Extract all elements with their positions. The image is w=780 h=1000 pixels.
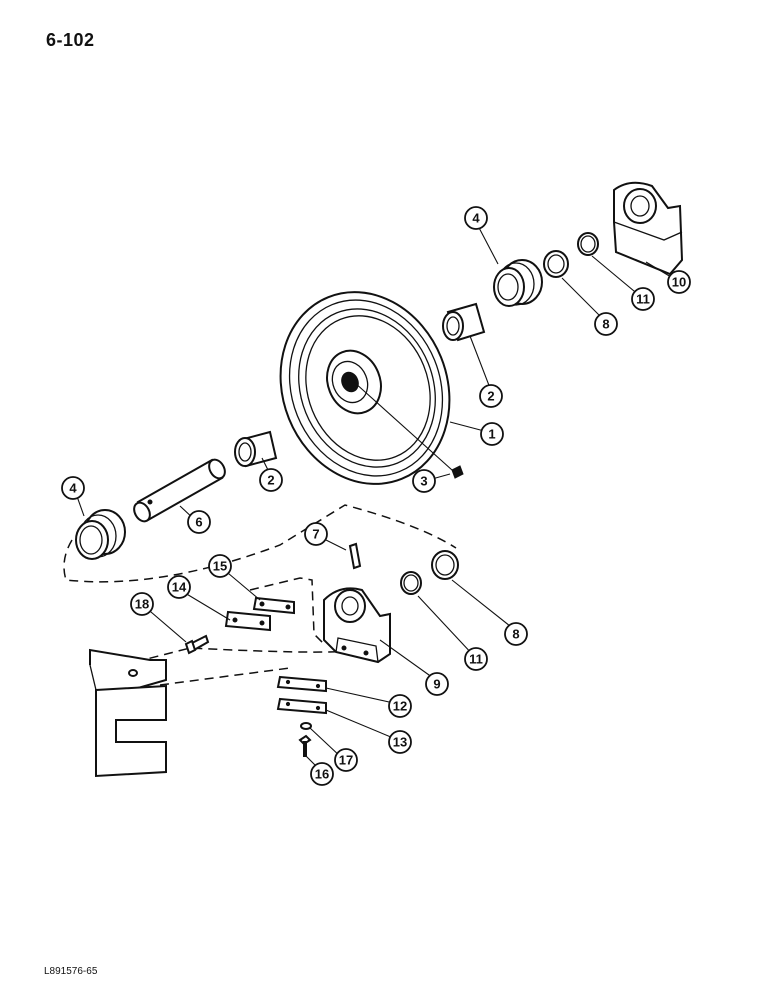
callout-14: 14 — [167, 575, 191, 599]
screw-16 — [298, 734, 312, 757]
callout-2-left: 2 — [259, 468, 283, 492]
seal-right — [493, 259, 543, 307]
callout-label: 4 — [69, 481, 77, 496]
callout-label: 17 — [339, 753, 353, 768]
callout-label: 13 — [393, 735, 407, 750]
callout-label: 16 — [315, 767, 329, 782]
washer-17 — [300, 722, 312, 730]
callout-label: 10 — [672, 275, 686, 290]
callout-7: 7 — [304, 522, 328, 546]
shim-12 — [276, 675, 327, 693]
callout-10: 10 — [667, 270, 691, 294]
callout-6: 6 — [187, 510, 211, 534]
bushing-right — [442, 302, 486, 342]
callout-label: 11 — [469, 652, 483, 667]
bushing-left — [234, 430, 278, 468]
callout-17: 17 — [334, 748, 358, 772]
callout-11-left: 11 — [464, 647, 488, 671]
idler-wheel — [279, 291, 451, 485]
dashed-assembly-outline — [63, 504, 457, 583]
callout-9: 9 — [425, 672, 449, 696]
callout-label: 4 — [472, 211, 480, 226]
callout-18: 18 — [130, 592, 154, 616]
page-number: 6-102 — [46, 30, 95, 50]
callout-1: 1 — [480, 422, 504, 446]
callout-3: 3 — [412, 469, 436, 493]
callout-label: 12 — [393, 699, 407, 714]
dashed-assembly-outline-pin — [249, 577, 326, 646]
leader-lines — [73, 221, 677, 771]
ring-11-right — [577, 232, 599, 256]
ring-8-right — [543, 250, 569, 278]
callout-label: 1 — [488, 427, 495, 442]
ring-8-left — [431, 550, 459, 580]
plug — [451, 465, 464, 479]
callout-12: 12 — [388, 694, 412, 718]
dashed-assembly-outline-frame — [134, 647, 357, 686]
callout-2-right: 2 — [479, 384, 503, 408]
callout-label: 2 — [487, 389, 494, 404]
bolt-18 — [184, 634, 210, 655]
callout-label: 15 — [213, 559, 227, 574]
callout-label: 11 — [636, 292, 650, 307]
callout-4-left: 4 — [61, 476, 85, 500]
callout-13: 13 — [388, 730, 412, 754]
callout-label: 18 — [135, 597, 149, 612]
callout-label: 3 — [420, 474, 427, 489]
seal-left — [75, 509, 126, 560]
callout-8-right: 8 — [594, 312, 618, 336]
bearing-housing-left — [323, 587, 391, 664]
bearing-housing-right — [613, 181, 684, 276]
plate-15 — [252, 596, 295, 615]
callout-label: 8 — [512, 627, 519, 642]
shaft — [133, 458, 226, 523]
callout-label: 9 — [433, 677, 440, 692]
callout-8-left: 8 — [504, 622, 528, 646]
callout-label: 8 — [602, 317, 609, 332]
track-frame — [89, 648, 167, 778]
ring-11-left — [400, 571, 422, 595]
drawing-code: L891576-65 — [44, 966, 98, 977]
callout-11-right: 11 — [631, 287, 655, 311]
callout-label: 6 — [195, 515, 202, 530]
callout-label: 7 — [312, 527, 319, 542]
callout-label: 2 — [267, 473, 274, 488]
callout-16: 16 — [310, 762, 334, 786]
callout-15: 15 — [208, 554, 232, 578]
callout-4-right: 4 — [464, 206, 488, 230]
roll-pin — [348, 542, 362, 570]
callout-label: 14 — [172, 580, 187, 595]
shim-13 — [276, 697, 327, 715]
plate-14 — [224, 610, 271, 632]
